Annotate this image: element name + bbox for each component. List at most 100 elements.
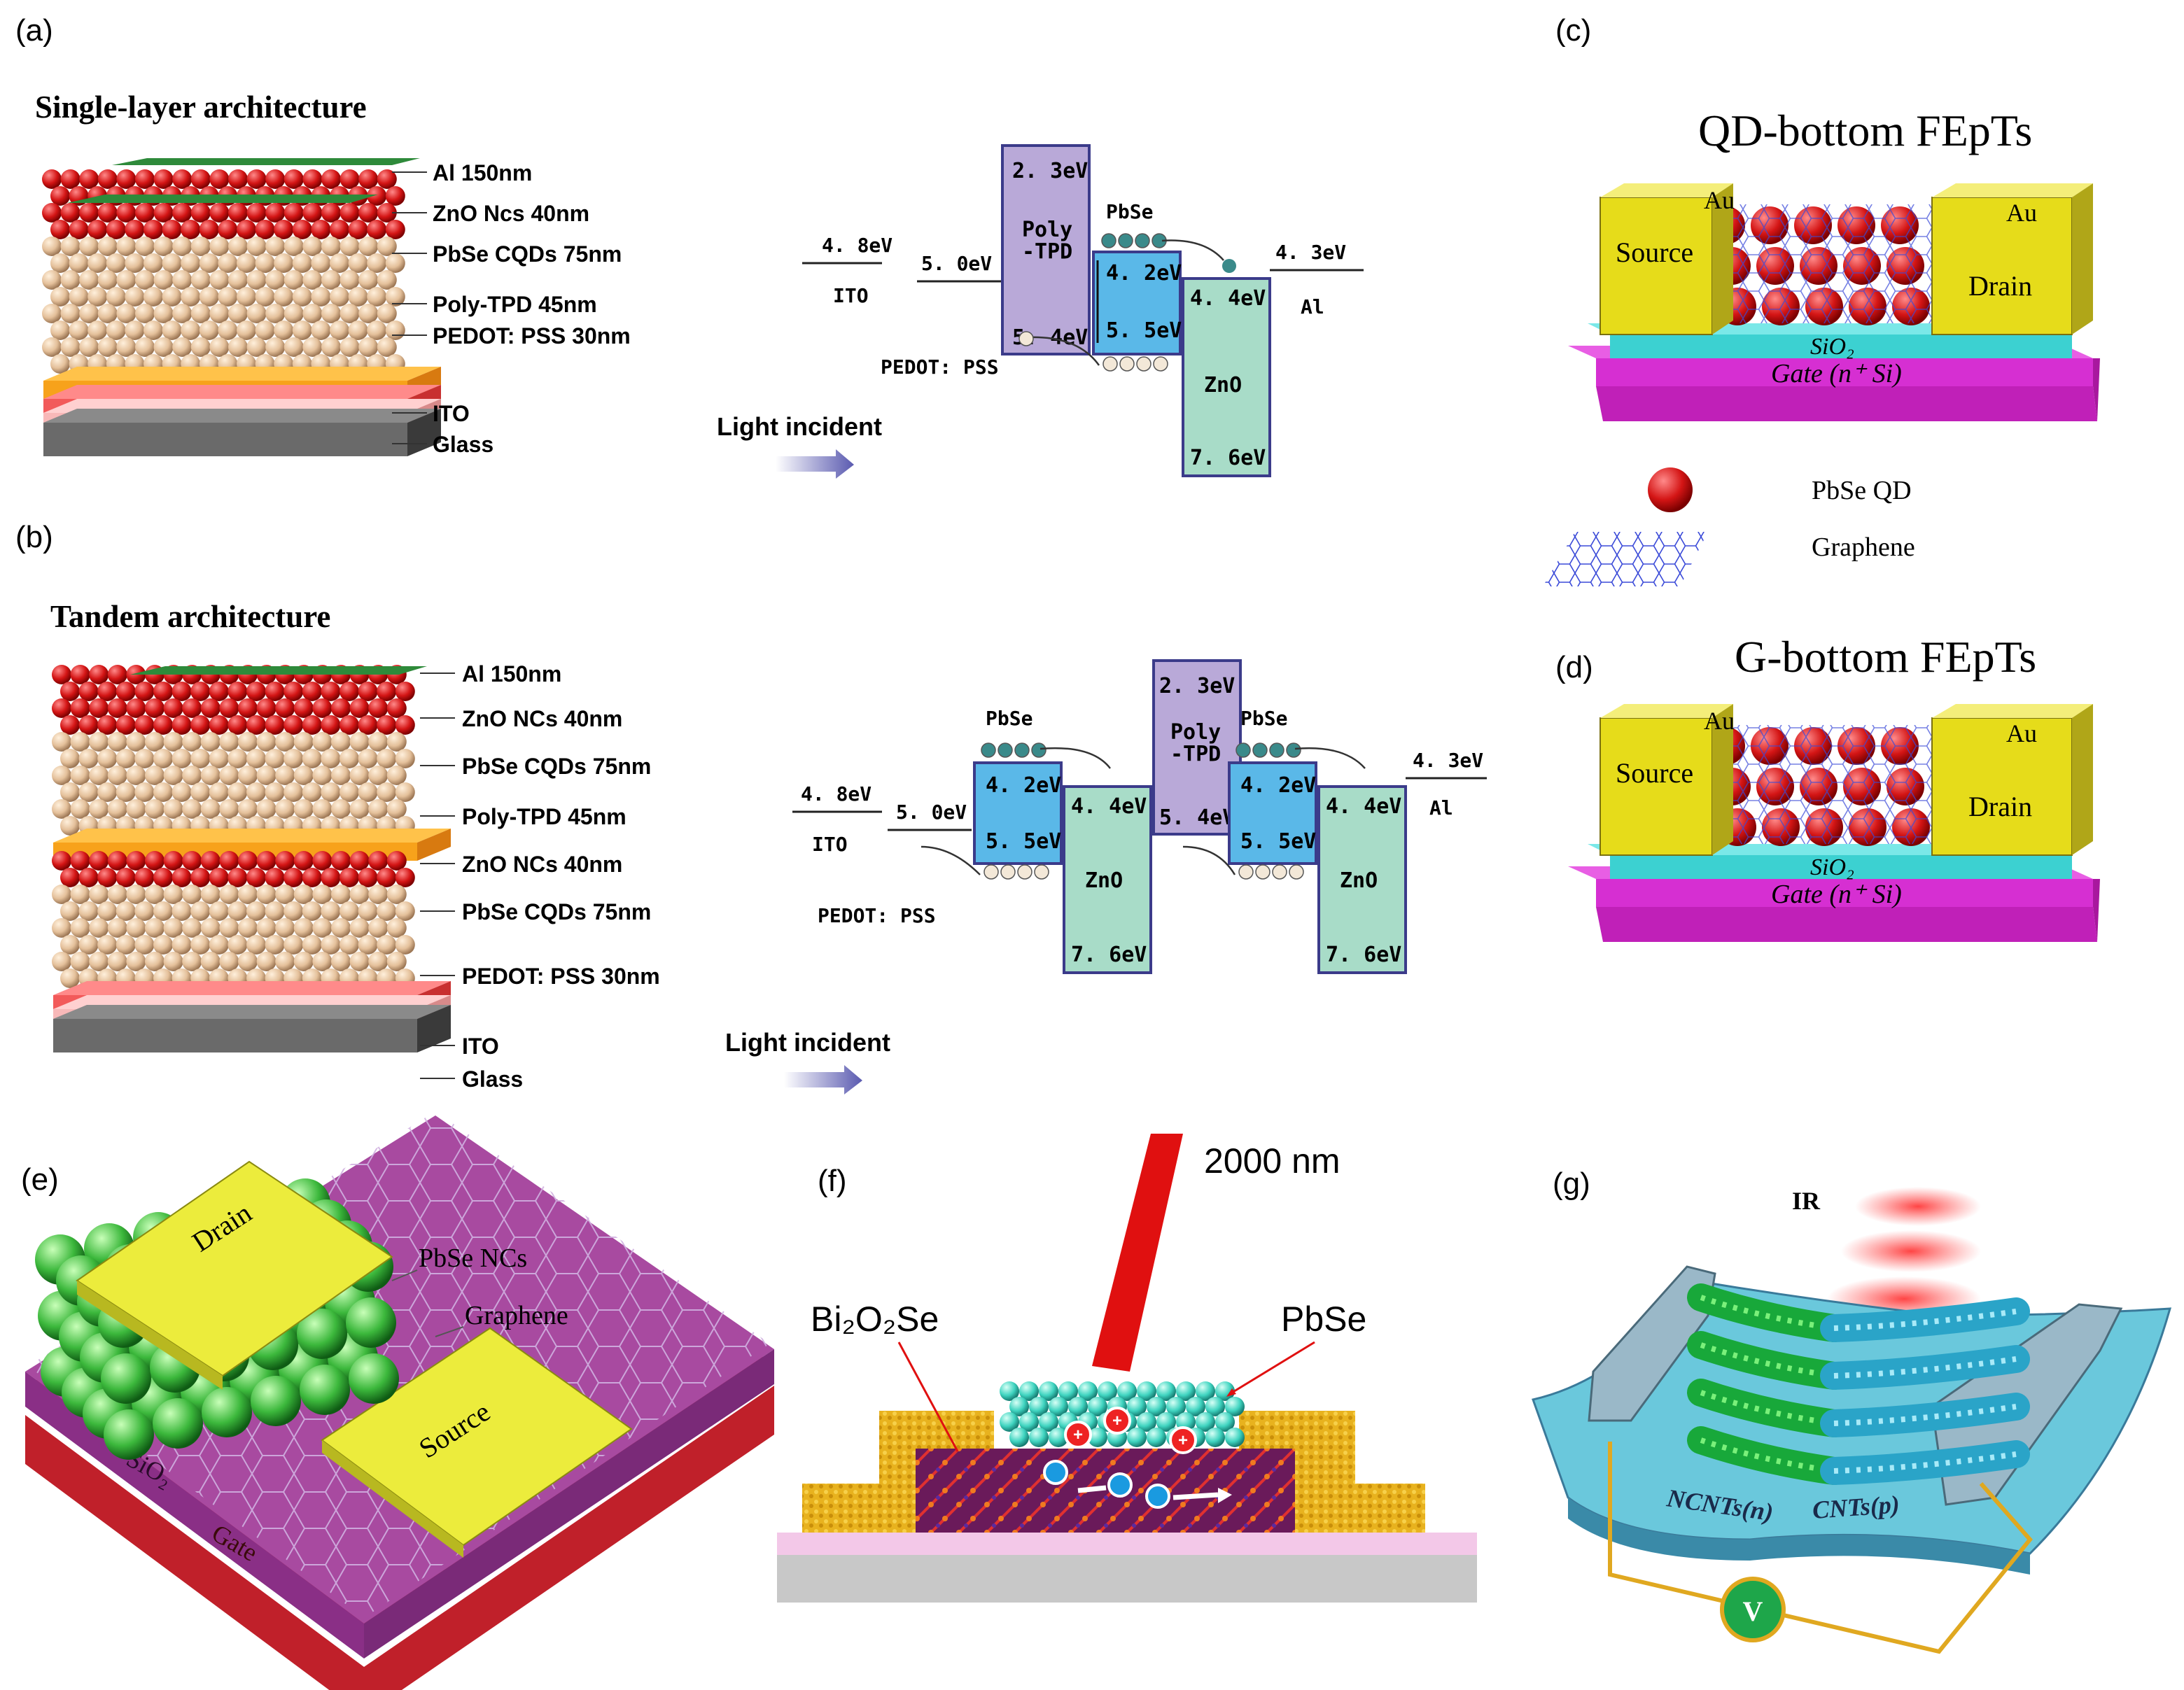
pbse-qd xyxy=(1196,1412,1215,1432)
pbse-qd xyxy=(1068,1397,1088,1416)
g-ir-glow-2 xyxy=(1841,1230,1981,1272)
layer-label: Poly-TPD 45nm xyxy=(433,292,597,317)
pbse-qd xyxy=(1215,1412,1235,1432)
a-zno-band xyxy=(1182,277,1271,477)
pbse-qd xyxy=(1176,1381,1196,1401)
layer-label: Glass xyxy=(462,1066,523,1092)
al-label: Al xyxy=(1429,796,1453,819)
pbse-qd xyxy=(1009,1428,1029,1447)
pedot-work-function: 5. 0eV xyxy=(921,252,992,275)
pbse-nc xyxy=(349,1353,399,1404)
f-substrate xyxy=(777,1554,1477,1603)
g-voltmeter-label: V xyxy=(1743,1596,1763,1627)
carrier-dot xyxy=(1286,742,1301,758)
layer-label: ZnO NCs 40nm xyxy=(462,852,622,877)
pbse-qd xyxy=(1137,1381,1156,1401)
carrier-dot xyxy=(1289,864,1304,880)
panel-label-g: (g) xyxy=(1553,1167,1590,1201)
au-label: Au xyxy=(1704,707,1735,735)
zno-vb: 7. 6eV xyxy=(1190,446,1266,470)
a-pbse-band xyxy=(1092,251,1182,355)
light-incident-arrow xyxy=(784,1065,862,1094)
layer-label: ZnO Ncs 40nm xyxy=(433,201,589,226)
carrier-dot xyxy=(1252,742,1268,758)
light-incident-arrow xyxy=(776,449,854,479)
pbse-qd xyxy=(1000,1412,1019,1432)
g-nanotubes xyxy=(1687,1283,2030,1485)
panel-f: (f) 2000 nm + + + Bi₂O₂Se PbSe xyxy=(777,1134,1477,1603)
carrier-dot xyxy=(1238,864,1254,880)
pbse-vb: 5. 5eV xyxy=(986,829,1061,854)
g-circuit-wire xyxy=(1608,1442,2033,1654)
ito-label: ITO xyxy=(833,284,869,307)
pbse-nc xyxy=(153,1398,203,1449)
panel-d-title: G-bottom FEpTs xyxy=(1735,632,2036,682)
panel-g: (g) IR NCNTs(n) CNTs(p) V xyxy=(1532,1167,2172,1654)
sio2-layer xyxy=(1610,855,2072,879)
ito-label: ITO xyxy=(812,833,848,856)
pbse-nc xyxy=(202,1387,252,1437)
panel-label-f: (f) xyxy=(818,1164,847,1198)
panel-label-b: (b) xyxy=(15,520,53,554)
gate-layer xyxy=(1596,879,2093,907)
pbse-qd xyxy=(1127,1428,1147,1447)
layer-label: ZnO NCs 40nm xyxy=(462,706,622,731)
pbse-nc xyxy=(297,1309,347,1359)
panel-label-c: (c) xyxy=(1555,13,1591,48)
pbse-nc xyxy=(251,1376,301,1426)
pbse-cb: 4. 2eV xyxy=(986,773,1061,798)
source-label: Source xyxy=(1616,757,1693,789)
e-source-electrode xyxy=(321,1327,633,1547)
pbse-qd xyxy=(1137,1412,1156,1432)
light-incident-label: Light incident xyxy=(717,412,882,441)
carrier-dot xyxy=(1000,864,1016,880)
g-ir-glow-1 xyxy=(1855,1187,1981,1226)
al-label: Al xyxy=(1301,295,1324,318)
carrier-dot xyxy=(997,742,1013,758)
f-dielectric xyxy=(777,1533,1477,1555)
legend-graphene-sheet xyxy=(1543,532,1708,586)
pbse-qd xyxy=(1029,1397,1049,1416)
pbse-qd xyxy=(1019,1381,1039,1401)
al-work-function: 4. 3eV xyxy=(1275,241,1346,264)
carrier-dot xyxy=(1017,864,1032,880)
pbse-qd xyxy=(1117,1381,1137,1401)
f-carriers: + + + xyxy=(1043,1407,1232,1509)
carrier-dot xyxy=(983,864,999,880)
zno-label: ZnO xyxy=(1340,868,1378,893)
panel-c-title: QD-bottom FEpTs xyxy=(1698,106,2032,155)
device-stack-a xyxy=(42,158,441,456)
pbse-qd xyxy=(1186,1397,1205,1416)
b-pbse-band-1 xyxy=(973,761,1063,865)
pbse-qd xyxy=(1147,1428,1166,1447)
pbse-cb: 4. 2eV xyxy=(1106,261,1182,286)
pbse-qd xyxy=(1019,1412,1039,1432)
pedot-label: PEDOT: PSS xyxy=(881,355,999,379)
drain-electrode xyxy=(1931,717,2073,856)
legend-qd-label: PbSe QD xyxy=(1812,476,1912,505)
ptpd-lumo: 2. 3eV xyxy=(1012,159,1088,183)
sio2-label: SiO₂ xyxy=(1810,334,1854,360)
pbse-label: PbSe xyxy=(1240,707,1287,730)
pbse-qd xyxy=(1049,1397,1068,1416)
pbse-qd xyxy=(1088,1428,1107,1447)
pedot-label: PEDOT: PSS xyxy=(818,904,936,927)
e-graphene-label: Graphene xyxy=(465,1301,568,1330)
pbse-nc xyxy=(300,1365,350,1415)
light-incident-label: Light incident xyxy=(725,1028,890,1057)
pbse-qd xyxy=(1009,1397,1029,1416)
layer-label: PEDOT: PSS 30nm xyxy=(462,964,660,989)
au-label: Au xyxy=(1704,186,1735,214)
pedot-work-function: 5. 0eV xyxy=(896,801,967,824)
pbse-nc xyxy=(101,1353,151,1404)
source-label: Source xyxy=(1616,237,1693,268)
pbse-qd xyxy=(1049,1428,1068,1447)
carrier-dot xyxy=(1034,864,1049,880)
au-label: Au xyxy=(2006,199,2037,227)
carrier-dot xyxy=(1136,356,1152,372)
pbse-qd xyxy=(1225,1397,1245,1416)
f-wavelength-label: 2000 nm xyxy=(1204,1141,1340,1181)
